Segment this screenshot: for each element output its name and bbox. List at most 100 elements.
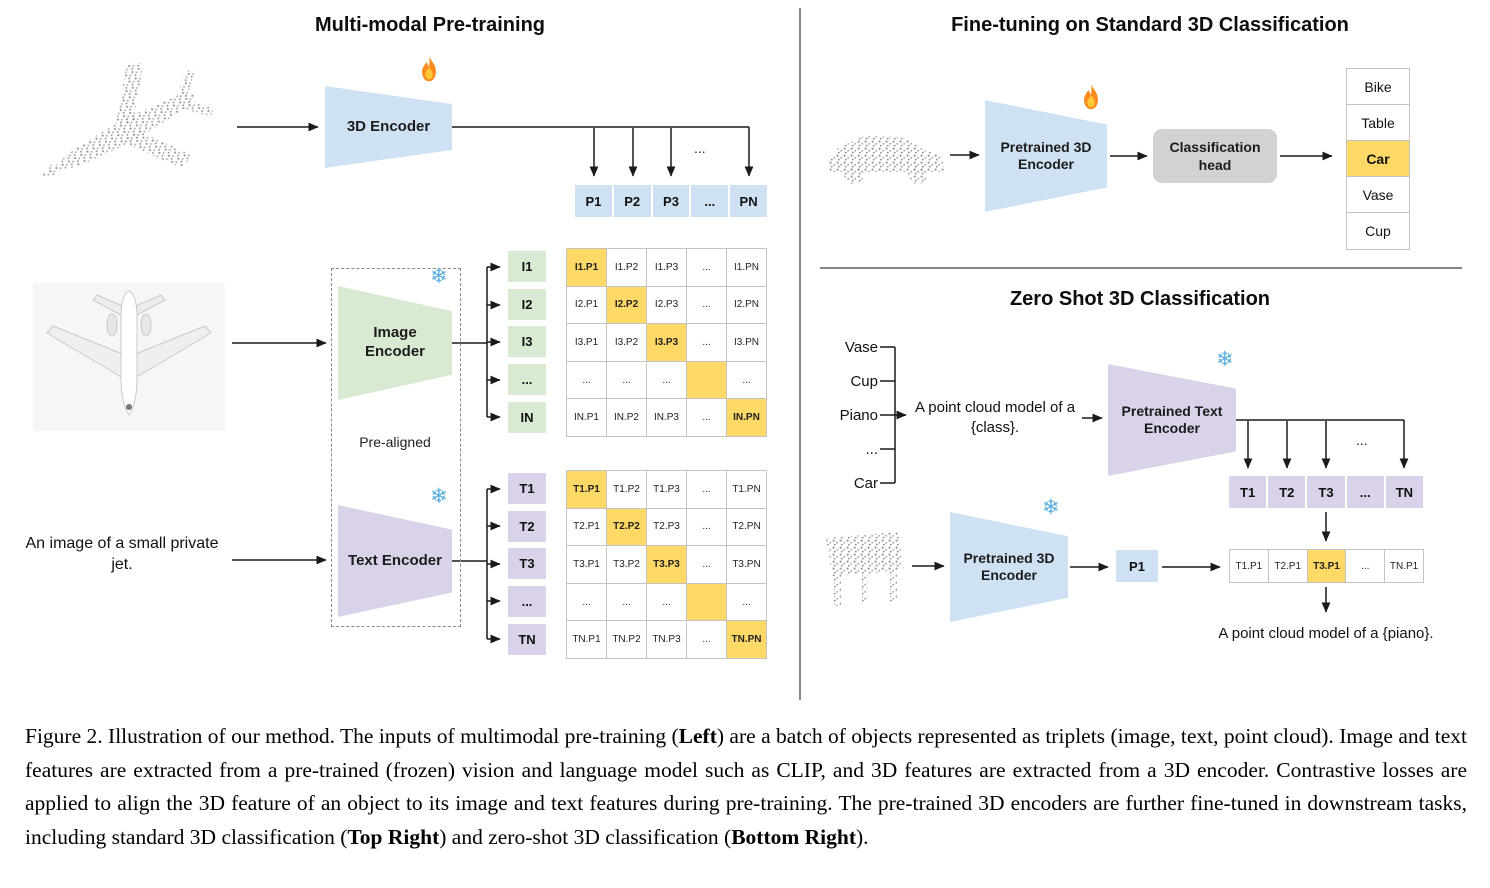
- matrix-cell: I3.P3: [647, 324, 687, 362]
- matrix-cell: ...: [607, 361, 647, 400]
- prompt-text: A point cloud model of a {class}.: [914, 399, 1076, 436]
- prealigned-box: [331, 268, 461, 627]
- pretrained-text-encoder: Pretrained Text Encoder: [1108, 364, 1236, 476]
- piano-point-cloud: [826, 532, 904, 606]
- caption-bold-top-right: Top Right: [347, 824, 440, 849]
- matrix-cell: ...: [687, 324, 727, 362]
- matrix-cell: I2.P2: [607, 286, 647, 325]
- snowflake-icon: ❄: [430, 264, 448, 288]
- matrix-cell: TN.P2: [607, 621, 647, 659]
- caption-bold-left: Left: [678, 724, 717, 748]
- t-cell: ...: [508, 586, 546, 618]
- t-cell: T2: [1268, 476, 1306, 508]
- pretrained-3d-encoder-zeroshot-label: Pretrained 3D Encoder: [963, 549, 1055, 584]
- t-cell: TN: [1385, 476, 1423, 508]
- t-cell: T1: [508, 473, 546, 505]
- text-input-caption: An image of a small private jet.: [25, 535, 219, 573]
- matrix-cell: [687, 583, 727, 622]
- snowflake-icon: ❄: [430, 484, 448, 508]
- zclass-label: Car: [853, 474, 878, 492]
- matrix-cell: T2.P1: [567, 508, 607, 547]
- snowflake-icon: ❄: [1042, 495, 1060, 519]
- matrix-cell: T1.P1: [567, 471, 607, 509]
- matrix-cell: ...: [647, 361, 687, 400]
- matrix-cell: I3.PN: [727, 324, 767, 362]
- class-cell: Table: [1347, 105, 1409, 141]
- matrix-cell: [687, 361, 727, 400]
- t-cell: T3: [1307, 476, 1345, 508]
- i-cell: IN: [508, 401, 546, 433]
- t-cell: ...: [1346, 476, 1384, 508]
- matrix-cell: I1.PN: [727, 249, 767, 287]
- matrix-cell: I1.P3: [647, 249, 687, 287]
- caption-segment: Figure 2. Illustration of our method. Th…: [25, 724, 679, 748]
- pretrained-3d-encoder: Pretrained 3D Encoder: [985, 100, 1107, 212]
- t-cell: T1: [1229, 476, 1267, 508]
- matrix-cell: ...: [687, 621, 727, 659]
- matrix-cell: I1.P1: [567, 249, 607, 287]
- p-cell: ...: [691, 185, 729, 217]
- class-cell: Vase: [1347, 177, 1409, 213]
- 3d-encoder: 3D Encoder: [325, 86, 452, 168]
- caption-segment: ).: [856, 824, 869, 849]
- matrix-cell: I2.PN: [727, 286, 767, 325]
- matrix-cell: ...: [687, 249, 727, 287]
- i-cell: I2: [508, 288, 546, 320]
- matrix-cell: T1.PN: [727, 471, 767, 509]
- pretrain-title: Multi-modal Pre-training: [315, 14, 545, 36]
- i-cell: I1: [508, 251, 546, 283]
- fire-icon: [422, 56, 436, 82]
- image-encoder-label: Image Encoder: [364, 324, 425, 360]
- matrix-cell: I3.P1: [567, 324, 607, 362]
- pretrained-3d-encoder-zeroshot: Pretrained 3D Encoder: [950, 512, 1068, 622]
- tp-cell: TN.P1: [1385, 550, 1424, 583]
- matrix-cell: I3.P2: [607, 324, 647, 362]
- matrix-cell: TN.P1: [567, 621, 607, 659]
- caption-segment: ) and zero-shot 3D classification (: [439, 824, 732, 849]
- figure-caption: Figure 2. Illustration of our method. Th…: [25, 720, 1467, 854]
- matrix-cell: ...: [687, 546, 727, 584]
- caption-bold-bottom-right: Bottom Right: [731, 824, 857, 849]
- matrix-cell: T1.P2: [607, 471, 647, 509]
- matrix-cell: ...: [647, 583, 687, 622]
- i-cell: ...: [508, 364, 546, 396]
- class-cell: Bike: [1347, 69, 1409, 105]
- tp-cell: T1.P1: [1230, 550, 1269, 583]
- class-cell: Car: [1347, 141, 1409, 177]
- zclass-label: Cup: [850, 372, 878, 390]
- i-cell: I3: [508, 326, 546, 358]
- matrix-cell: ...: [567, 361, 607, 400]
- matrix-cell: T2.PN: [727, 508, 767, 547]
- matrix-cell: I2.P1: [567, 286, 607, 325]
- matrix-cell: IN.P1: [567, 399, 607, 437]
- matrix-cell: ...: [687, 471, 727, 509]
- matrix-cell: IN.P2: [607, 399, 647, 437]
- zclass-label: Vase: [844, 338, 878, 356]
- zclass-label: Piano: [839, 406, 878, 424]
- matrix-cell: TN.PN: [727, 621, 767, 659]
- matrix-cell: ...: [687, 286, 727, 325]
- classification-head: Classification head: [1153, 129, 1277, 183]
- matrix-cell: T3.P3: [647, 546, 687, 584]
- t-cell: T2: [508, 510, 546, 542]
- fire-icon: [1084, 84, 1098, 110]
- zeroshot-result-text: A point cloud model of a {piano}.: [1218, 625, 1434, 642]
- matrix-cell: ...: [687, 399, 727, 437]
- matrix-cell: I2.P3: [647, 286, 687, 325]
- 3d-encoder-label: 3D Encoder: [346, 117, 431, 135]
- pretrained-3d-encoder-label: Pretrained 3D Encoder: [1000, 138, 1092, 173]
- p-cell: PN: [730, 185, 767, 217]
- p-cell: P2: [613, 185, 651, 217]
- car-point-cloud: [828, 136, 944, 184]
- prealigned-label: Pre-aligned: [359, 434, 431, 450]
- matrix-cell: T2.P3: [647, 508, 687, 547]
